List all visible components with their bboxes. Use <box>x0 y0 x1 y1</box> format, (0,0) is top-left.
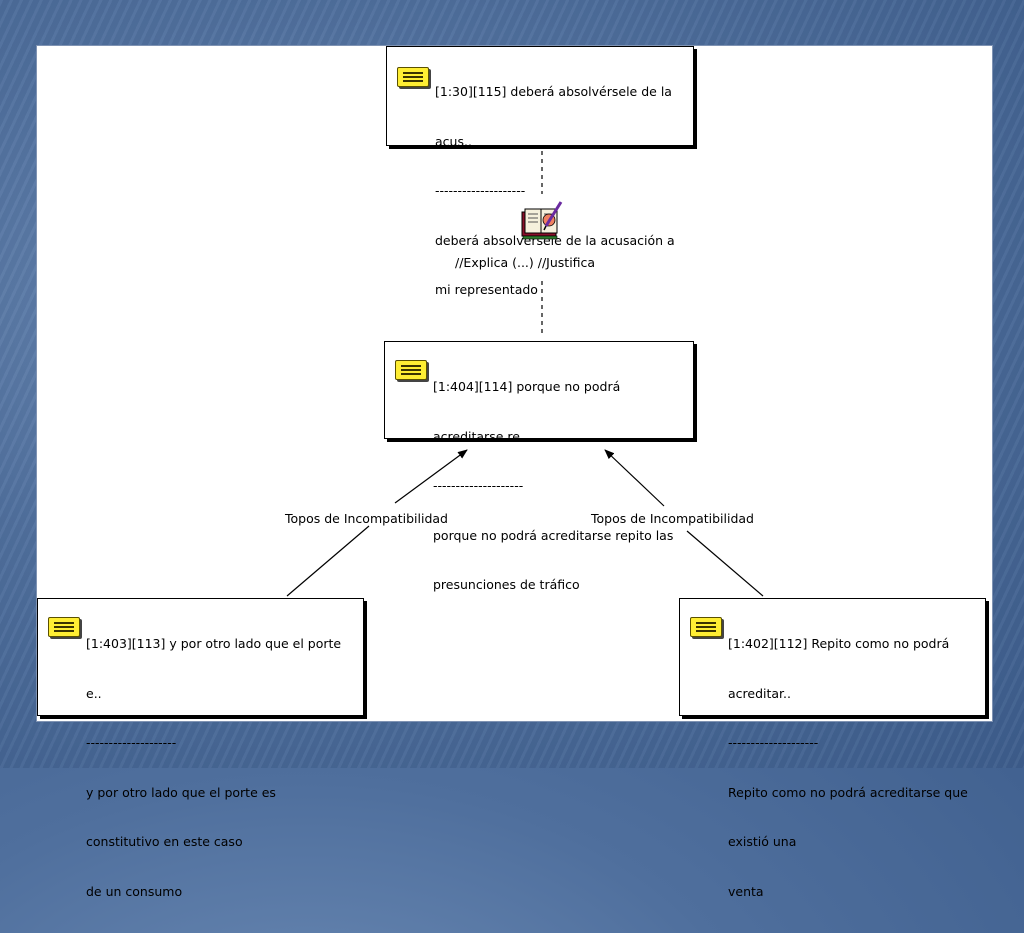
node-top-line-3: -------------------- <box>435 183 526 198</box>
node-top-line-1: [1:30][115] deberá absolvérsele de la <box>435 84 672 99</box>
node-middle-line-3: -------------------- <box>433 478 524 493</box>
node-left-line-2: e.. <box>86 685 102 701</box>
link-layer <box>286 151 764 597</box>
node-left-line-1: [1:403][113] y por otro lado que el port… <box>86 636 342 651</box>
node-top-line-5: mi representado <box>435 282 538 297</box>
note-node-left[interactable]: [1:403][113] y por otro lado que el port… <box>37 598 364 899</box>
node-middle-line-5: presunciones de tráfico <box>433 577 580 592</box>
arrow-link-left-head <box>394 449 468 504</box>
note-icon <box>690 617 722 637</box>
diagram-canvas: [1:30][115] deberá absolvérsele de la ac… <box>36 45 993 899</box>
node-left-line-6: de un consumo <box>86 883 183 899</box>
arrow-link-right <box>686 530 764 597</box>
note-node-top[interactable]: [1:30][115] deberá absolvérsele de la ac… <box>386 46 694 297</box>
node-right-line-3: -------------------- <box>728 735 819 750</box>
arrow-link-left <box>286 525 370 597</box>
node-left-line-5: constitutivo en este caso <box>86 834 243 849</box>
node-right-line-2: acreditar.. <box>728 685 791 701</box>
node-right-line-1: [1:402][112] Repito como no podrá <box>728 636 950 651</box>
node-middle-line-4: porque no podrá acreditarse repito las <box>433 527 674 543</box>
node-middle-line-1: [1:404][114] porque no podrá <box>433 379 621 394</box>
note-icon <box>48 617 80 637</box>
note-node-middle[interactable]: [1:404][114] porque no podrá acreditarse… <box>384 341 694 592</box>
book-pencil-icon[interactable] <box>519 198 563 242</box>
relation-label-center: //Explica (...) //Justifica <box>455 255 596 270</box>
node-right-line-6: venta <box>728 883 764 899</box>
note-node-right[interactable]: [1:402][112] Repito como no podrá acredi… <box>679 598 986 899</box>
note-icon <box>397 67 429 87</box>
relation-label-left: Topos de Incompatibilidad <box>285 511 448 526</box>
node-right-line-4: Repito como no podrá acreditarse que <box>728 784 968 800</box>
node-middle-line-2: acreditarse re.. <box>433 428 528 444</box>
node-top-line-2: acus.. <box>435 133 472 149</box>
note-icon <box>395 360 427 380</box>
node-right-line-5: existió una <box>728 834 797 849</box>
node-top-line-4: deberá absolvérsele de la acusación a <box>435 232 675 248</box>
relation-label-right: Topos de Incompatibilidad <box>591 511 754 526</box>
arrow-link-right-head <box>604 449 665 507</box>
node-left-line-4: y por otro lado que el porte es <box>86 784 276 800</box>
node-left-line-3: -------------------- <box>86 735 177 750</box>
